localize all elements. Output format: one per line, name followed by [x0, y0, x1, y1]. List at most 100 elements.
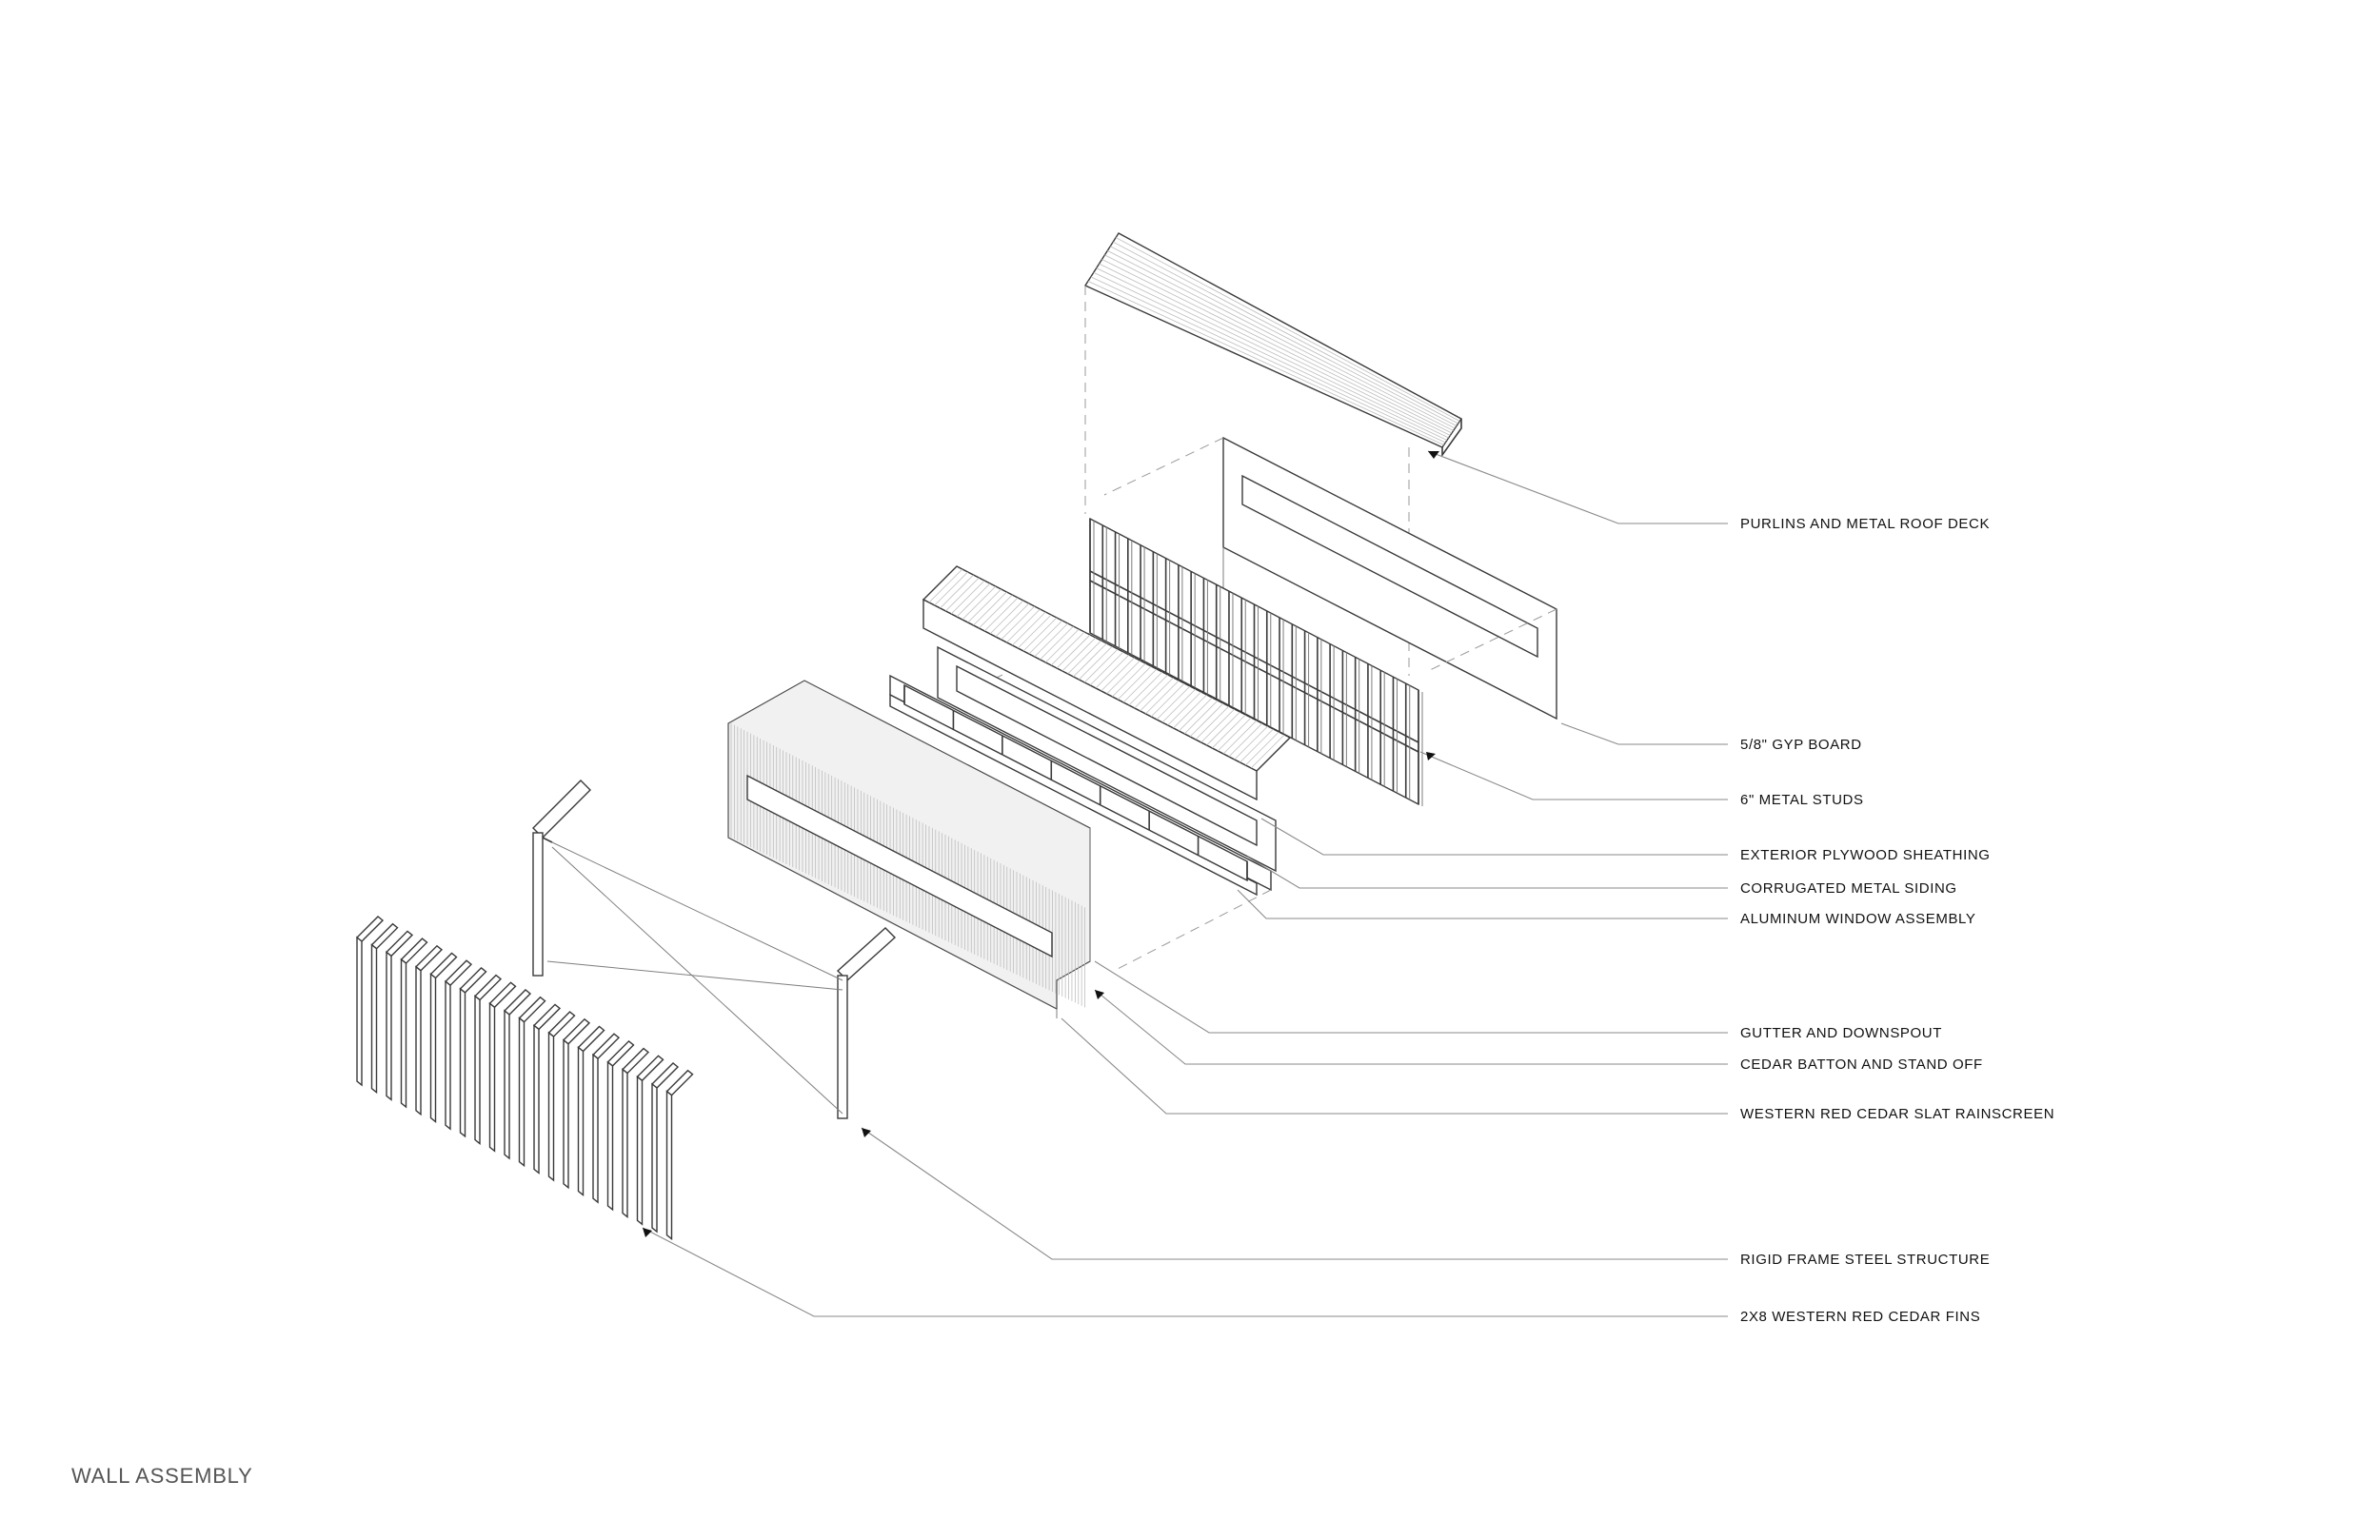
plywood-texture-line [1045, 628, 1080, 663]
cedar-fin [504, 1009, 510, 1160]
callout-cedar-fins: 2X8 WESTERN RED CEDAR FINS [1740, 1309, 1980, 1325]
plywood-texture-line [1245, 731, 1279, 766]
roof-corrugation-line [1090, 276, 1446, 444]
plywood-texture-line [1179, 697, 1213, 732]
callout-cedar-rainscreen: WESTERN RED CEDAR SLAT RAINSCREEN [1740, 1106, 2054, 1122]
callout-gutter: GUTTER AND DOWNSPOUT [1740, 1025, 1942, 1041]
plywood-texture-line [1222, 720, 1258, 755]
cedar-fin [370, 943, 378, 1095]
cedar-fin [606, 1060, 614, 1212]
plywood-texture-line [1228, 722, 1263, 758]
plywood-texture-line [1240, 728, 1274, 763]
plywood-texture-line [979, 594, 1013, 629]
roof-corrugation-line [1110, 246, 1458, 426]
gyp-board-layer [1103, 436, 1557, 721]
roof-corrugation-line [1093, 271, 1448, 441]
plywood-texture-line [1134, 674, 1168, 709]
cedar-fin [577, 1046, 585, 1196]
plywood-texture-line [967, 588, 1002, 623]
plywood-texture-line [1156, 685, 1191, 721]
callout-gyp-board: 5/8" GYP BOARD [1740, 737, 1862, 753]
plywood-texture-line [1195, 705, 1230, 740]
roof-corrugation-line [1087, 281, 1444, 445]
plywood-texture-line [1012, 611, 1046, 646]
cedar-fin [518, 1017, 526, 1168]
cedar-rainscreen-layer [727, 680, 1091, 1018]
plywood-texture-line [1200, 708, 1235, 743]
plywood-texture-line [1206, 711, 1240, 746]
plywood-texture-line [1040, 625, 1074, 661]
cedar-fin [400, 958, 407, 1109]
plywood-texture-line [989, 600, 1024, 635]
metal-stud-members [1089, 519, 1423, 806]
plywood-texture-line [1250, 734, 1285, 769]
plywood-texture-line [1034, 622, 1068, 658]
plywood-texture-line [1140, 677, 1174, 712]
plywood-texture-line [934, 571, 968, 606]
plywood-texture-line [1089, 651, 1124, 686]
plywood-texture-line [995, 602, 1030, 638]
plywood-texture-line [1056, 634, 1091, 669]
plywood-texture-line [1128, 671, 1163, 706]
plywood-texture-line [1017, 614, 1052, 649]
plywood-texture-line [1001, 605, 1035, 641]
cedar-fin [415, 965, 422, 1116]
plywood-texture-line [1189, 702, 1224, 738]
steel-frame-layer [532, 780, 897, 1119]
plywood-texture-line [1073, 642, 1107, 678]
plywood-texture-line [940, 574, 974, 609]
roof-corrugation-line [1112, 241, 1458, 424]
roof-deck-layer [1083, 232, 1463, 676]
cedar-fin [488, 1001, 496, 1153]
plywood-texture-line [1112, 662, 1146, 698]
plywood-texture-line [1217, 717, 1252, 752]
plywood-texture-line [962, 585, 997, 621]
callout-roof-deck: PURLINS AND METAL ROOF DECK [1740, 516, 1990, 532]
plywood-texture-line [1095, 654, 1130, 689]
callout-cedar-batton: CEDAR BATTON AND STAND OFF [1740, 1056, 1983, 1073]
plywood-texture-line [1173, 694, 1207, 729]
plywood-texture-line [956, 582, 991, 618]
aluminum-window-frames [903, 685, 1248, 880]
cedar-fins-layer [355, 916, 694, 1241]
callout-window-assembly: ALUMINUM WINDOW ASSEMBLY [1740, 911, 1975, 927]
siding-window-layer [889, 674, 1272, 972]
roof-deck-corrugation [1087, 237, 1460, 445]
roof-corrugation-line [1115, 237, 1460, 422]
plywood-texture-line [1161, 688, 1197, 723]
roof-corrugation-line [1096, 267, 1449, 439]
plywood-texture-line [945, 577, 980, 612]
plywood-texture-line [1050, 631, 1085, 666]
callout-metal-studs: 6" METAL STUDS [1740, 792, 1864, 808]
plywood-texture-line [1183, 700, 1219, 735]
plywood-texture-line [1122, 668, 1158, 703]
roof-corrugation-line [1104, 254, 1454, 431]
cedar-fin [622, 1068, 628, 1219]
plywood-texture-line [928, 568, 963, 603]
cedar-fin [459, 987, 466, 1138]
plywood-texture-line [1061, 637, 1097, 672]
cedar-fin [356, 936, 363, 1087]
plywood-texture-line [1079, 645, 1113, 681]
cedar-fin [429, 973, 437, 1123]
plywood-texture-line [1167, 691, 1201, 726]
roof-corrugation-line [1107, 249, 1456, 429]
plywood-texture-line [1234, 725, 1268, 760]
cedar-fin [563, 1038, 569, 1190]
plywood-texture-line [950, 580, 985, 615]
cedar-fin [592, 1053, 599, 1204]
cedar-fin [445, 979, 451, 1131]
plywood-texture-line [1117, 665, 1152, 701]
plywood-texture-line [1145, 680, 1180, 715]
plywood-texture-line [1150, 682, 1185, 718]
callout-steel-structure: RIGID FRAME STEEL STRUCTURE [1740, 1252, 1990, 1268]
diagram-caption: WALL ASSEMBLY [71, 1464, 253, 1488]
cedar-fin [533, 1023, 540, 1175]
plywood-texture-line [973, 591, 1007, 626]
plywood-texture-line [983, 597, 1019, 632]
plywood-texture-line [1106, 660, 1140, 695]
plywood-texture-line [1212, 714, 1246, 749]
roof-corrugation-line [1099, 263, 1451, 436]
plywood-texture-line [1028, 620, 1063, 655]
